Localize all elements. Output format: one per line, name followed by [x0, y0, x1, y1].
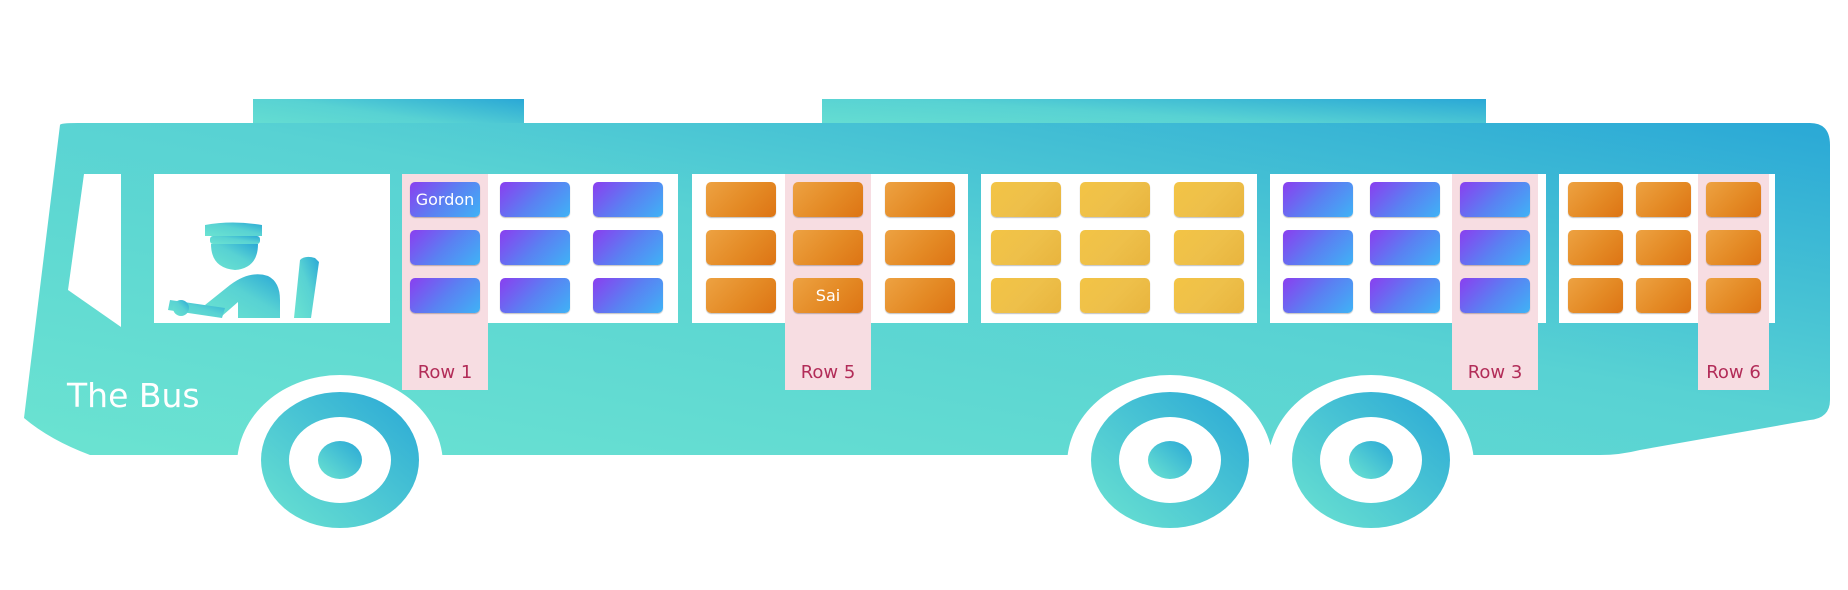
seat[interactable]: [1460, 182, 1530, 217]
seat[interactable]: [593, 230, 663, 265]
seat[interactable]: [1283, 230, 1353, 265]
middle-wheel: [1067, 375, 1273, 528]
seat[interactable]: [1706, 230, 1761, 265]
seat[interactable]: [1706, 278, 1761, 313]
seat[interactable]: [793, 182, 863, 217]
seat[interactable]: [1370, 278, 1440, 313]
seat[interactable]: [885, 182, 955, 217]
seat[interactable]: [706, 182, 776, 217]
seat[interactable]: [1174, 230, 1244, 265]
seat[interactable]: [1568, 230, 1623, 265]
seat[interactable]: [500, 278, 570, 313]
seat[interactable]: [1283, 182, 1353, 217]
seat[interactable]: [991, 182, 1061, 217]
seat[interactable]: [885, 278, 955, 313]
seat[interactable]: [793, 230, 863, 265]
driver-icon: [168, 222, 319, 318]
seat[interactable]: [1080, 182, 1150, 217]
seat[interactable]: [1080, 230, 1150, 265]
seat[interactable]: [991, 230, 1061, 265]
front-wheel: [1268, 375, 1474, 528]
seat[interactable]: [1174, 182, 1244, 217]
seat[interactable]: [593, 278, 663, 313]
bus-title: The Bus: [67, 376, 200, 415]
seat[interactable]: [706, 278, 776, 313]
seat[interactable]: [1370, 182, 1440, 217]
seat[interactable]: [1636, 230, 1691, 265]
seat[interactable]: Sai: [793, 278, 863, 313]
seat[interactable]: [593, 182, 663, 217]
seat[interactable]: Gordon: [410, 182, 480, 217]
windshield: [68, 174, 121, 327]
seat[interactable]: [885, 230, 955, 265]
seat[interactable]: [500, 182, 570, 217]
seat[interactable]: [1568, 278, 1623, 313]
seat[interactable]: [706, 230, 776, 265]
seat[interactable]: [410, 278, 480, 313]
seat[interactable]: [1174, 278, 1244, 313]
seat[interactable]: [1080, 278, 1150, 313]
seat[interactable]: [500, 230, 570, 265]
seat[interactable]: [1706, 182, 1761, 217]
seat[interactable]: [1370, 230, 1440, 265]
seat[interactable]: [1636, 278, 1691, 313]
rear-wheel: [237, 375, 443, 528]
seat[interactable]: [1568, 182, 1623, 217]
seat[interactable]: [991, 278, 1061, 313]
seat[interactable]: [410, 230, 480, 265]
seat[interactable]: [1636, 182, 1691, 217]
seat[interactable]: [1283, 278, 1353, 313]
seat[interactable]: [1460, 230, 1530, 265]
seat[interactable]: [1460, 278, 1530, 313]
